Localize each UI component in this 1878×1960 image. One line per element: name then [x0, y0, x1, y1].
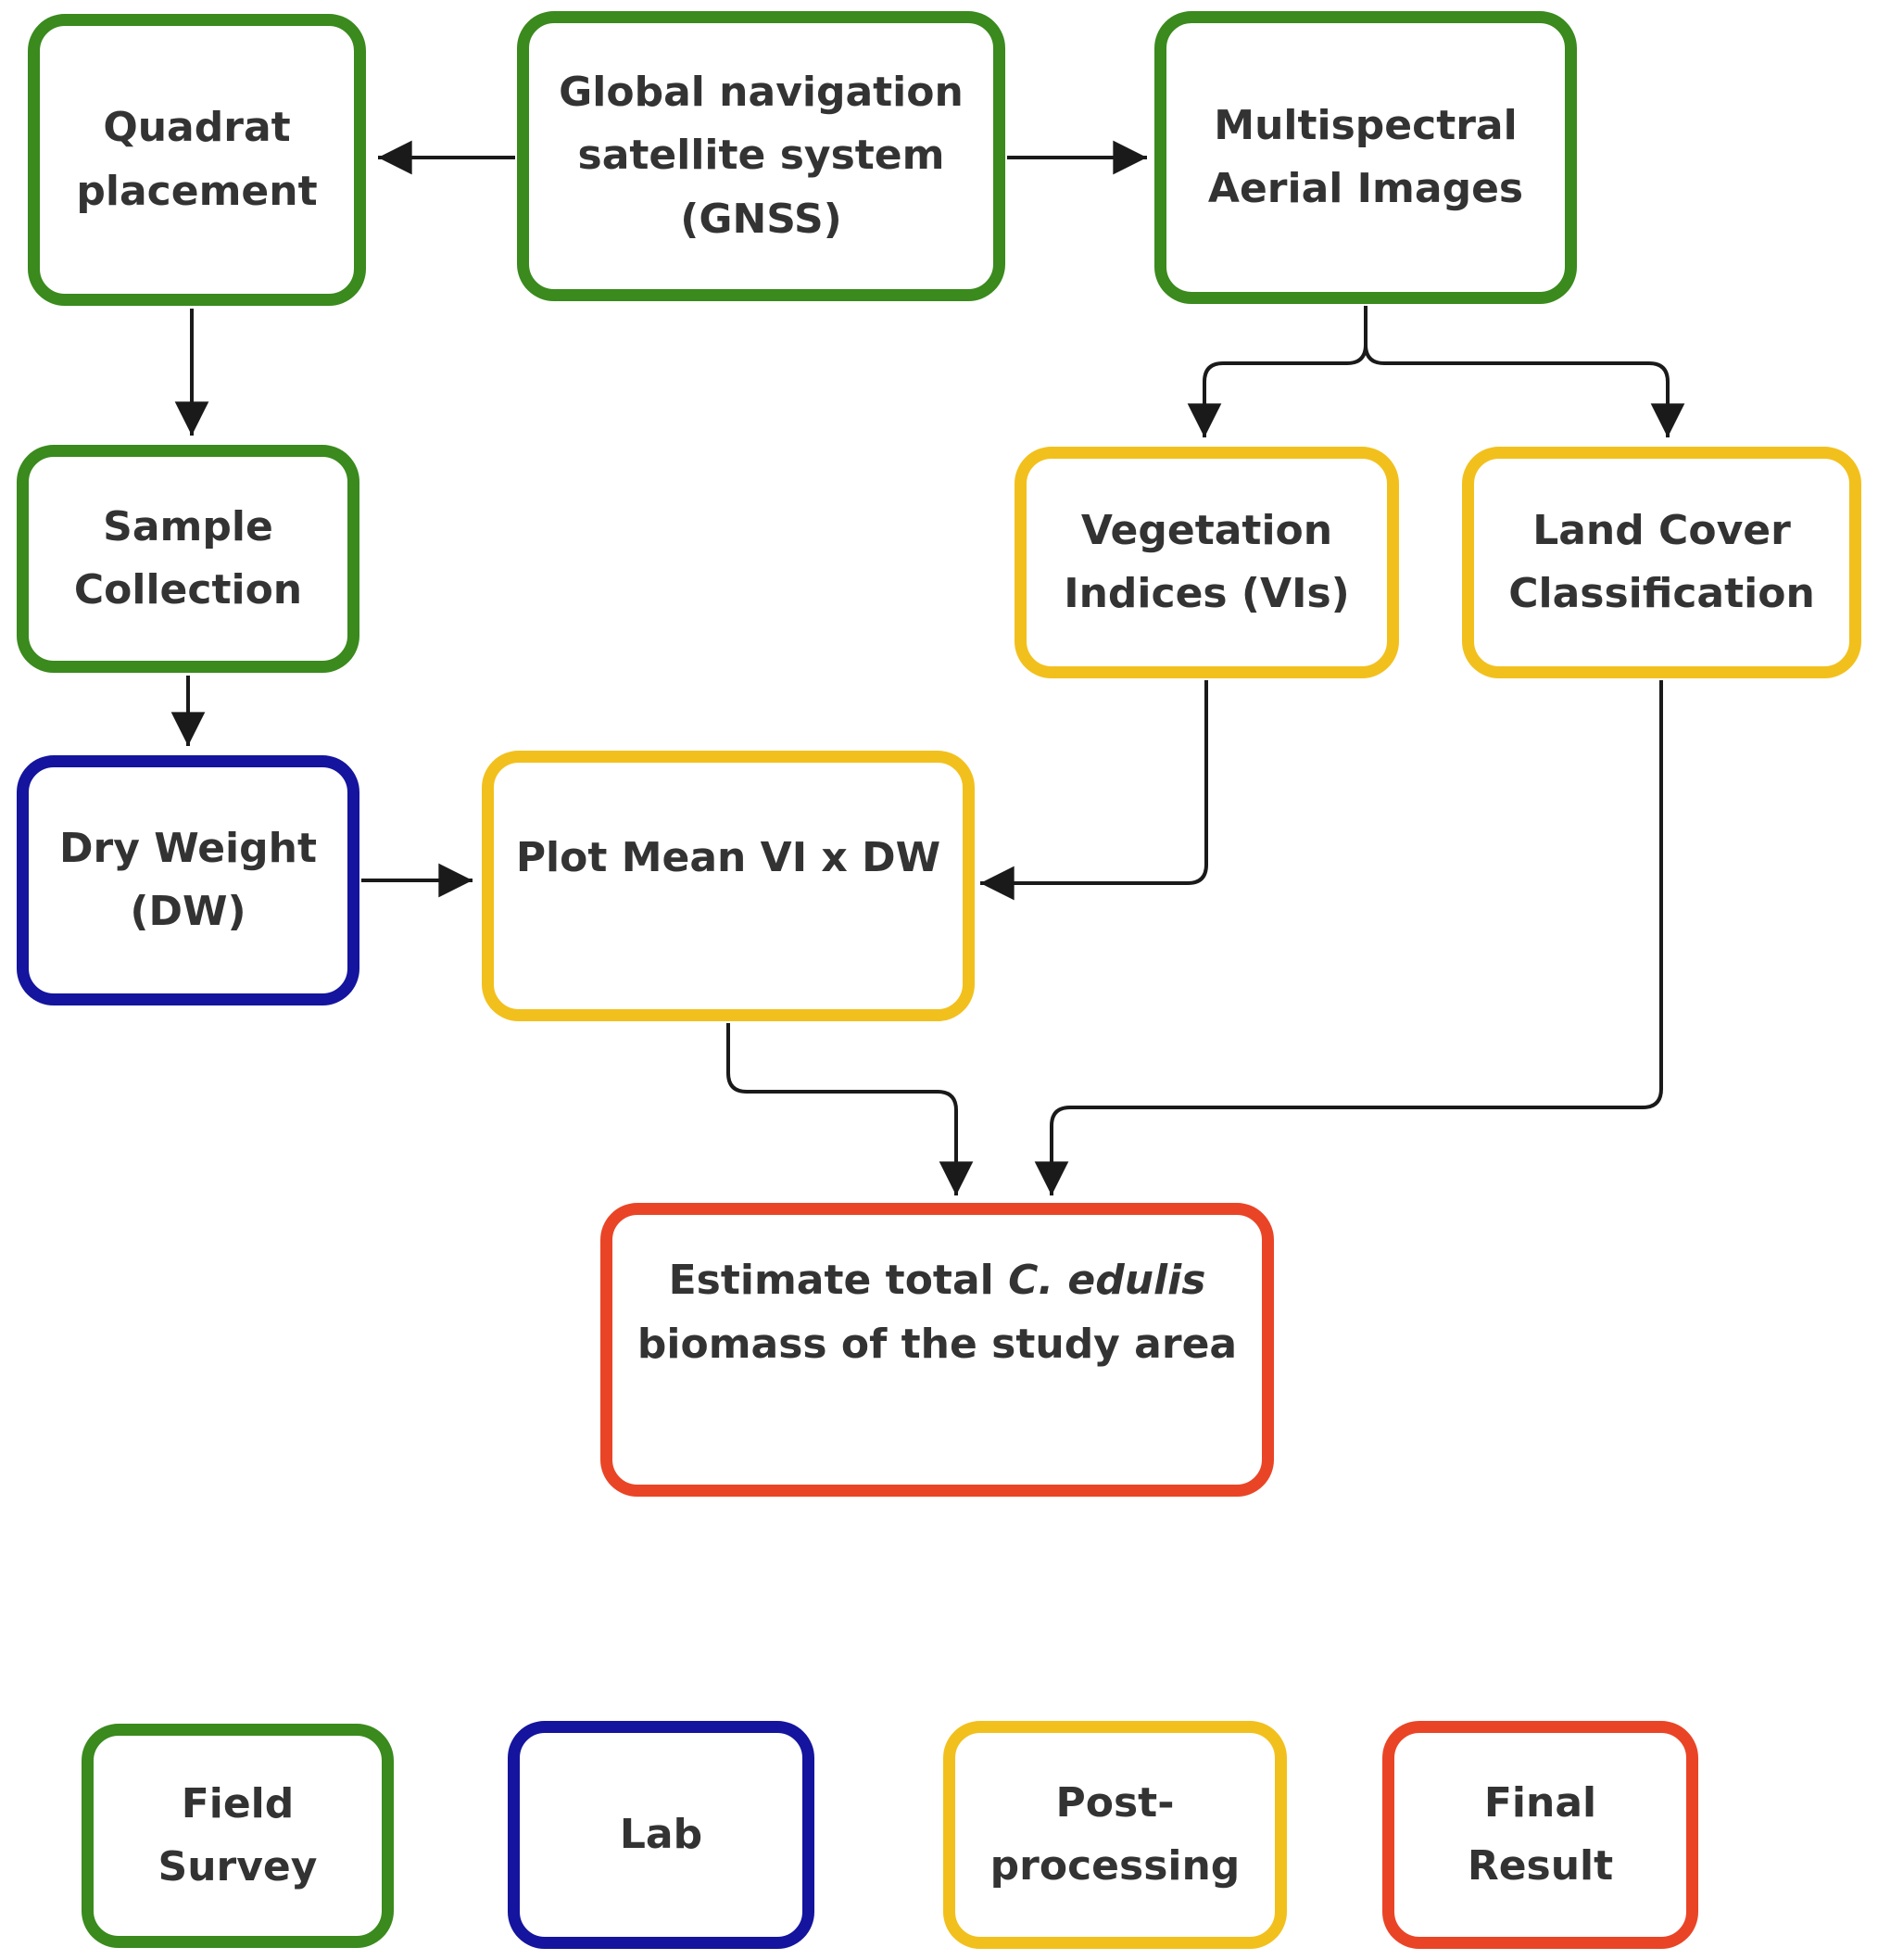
label-line: Aerial Images	[1207, 165, 1524, 212]
node-label: Multispectral Aerial Images	[1208, 95, 1523, 221]
label-line: Post-	[1055, 1778, 1175, 1827]
node-label: Estimate total C. edulis biomass of the …	[637, 1249, 1237, 1375]
edge-landcover-to-estimate	[1034, 680, 1663, 1195]
node-plot-mean-vi-dw: Plot Mean VI x DW	[482, 751, 975, 1021]
label-line: processing	[989, 1842, 1241, 1890]
label-text: Estimate total	[668, 1257, 1009, 1305]
edge-vegetation-to-plotmean	[980, 680, 1208, 901]
edge-plotmean-to-estimate	[726, 1023, 974, 1195]
edge-multispectral-to-vegetation	[1187, 306, 1368, 437]
label-line: Sample	[103, 502, 273, 550]
legend-label: Final Result	[1468, 1772, 1613, 1898]
label-line: satellite system	[577, 132, 945, 180]
label-line: Dry Weight	[59, 824, 317, 872]
node-sample-collection: Sample Collection	[17, 445, 359, 673]
label-line: (GNSS)	[680, 195, 842, 243]
node-label: Plot Mean VI x DW	[516, 827, 940, 890]
label-line: Vegetation	[1080, 506, 1333, 554]
node-estimate-biomass: Estimate total C. edulis biomass of the …	[600, 1203, 1274, 1497]
legend-field-survey: Field Survey	[82, 1724, 394, 1948]
node-label: Vegetation Indices (VIs)	[1064, 499, 1350, 626]
label-line: Result	[1467, 1842, 1614, 1890]
label-line: Estimate total C. edulis	[637, 1249, 1237, 1312]
label-line: Plot Mean VI x DW	[515, 833, 941, 881]
node-label: Global navigation satellite system (GNSS…	[559, 61, 964, 251]
node-label: Sample Collection	[74, 496, 302, 622]
label-line: Classification	[1508, 570, 1815, 617]
label-line: Survey	[158, 1843, 318, 1890]
species-name-italic: C. edulis	[1008, 1257, 1206, 1305]
label-line: Field	[181, 1779, 295, 1827]
node-multispectral-aerial-images: Multispectral Aerial Images	[1154, 11, 1577, 304]
node-vegetation-indices: Vegetation Indices (VIs)	[1015, 447, 1399, 678]
legend-label: Lab	[620, 1803, 702, 1866]
node-label: Dry Weight (DW)	[59, 817, 317, 943]
node-land-cover-classification: Land Cover Classification	[1462, 447, 1861, 678]
label-line: Quadrat	[103, 104, 291, 152]
label-line: biomass of the study area	[637, 1320, 1238, 1368]
label-line: Multispectral	[1214, 101, 1518, 149]
label-line: Collection	[73, 566, 303, 613]
node-quadrat-placement: Quadrat placement	[28, 14, 366, 306]
label-line: Land Cover	[1532, 506, 1791, 554]
node-dry-weight: Dry Weight (DW)	[17, 755, 359, 1005]
node-gnss: Global navigation satellite system (GNSS…	[517, 11, 1005, 301]
legend-final-result: Final Result	[1382, 1721, 1698, 1949]
edge-multispectral-to-landcover	[1364, 306, 1685, 437]
label-line: (DW)	[130, 888, 246, 935]
legend-post-processing: Post- processing	[943, 1721, 1287, 1949]
label-line: Global navigation	[559, 69, 964, 117]
node-label: Quadrat placement	[76, 96, 317, 222]
legend-label: Field Survey	[158, 1773, 318, 1899]
legend-label: Post- processing	[990, 1772, 1241, 1898]
label-line: Indices (VIs)	[1064, 570, 1350, 617]
node-label: Land Cover Classification	[1508, 499, 1815, 626]
legend-lab: Lab	[508, 1721, 814, 1949]
label-line: Lab	[619, 1810, 703, 1858]
label-line: Final	[1483, 1778, 1597, 1827]
label-line: placement	[76, 167, 318, 215]
